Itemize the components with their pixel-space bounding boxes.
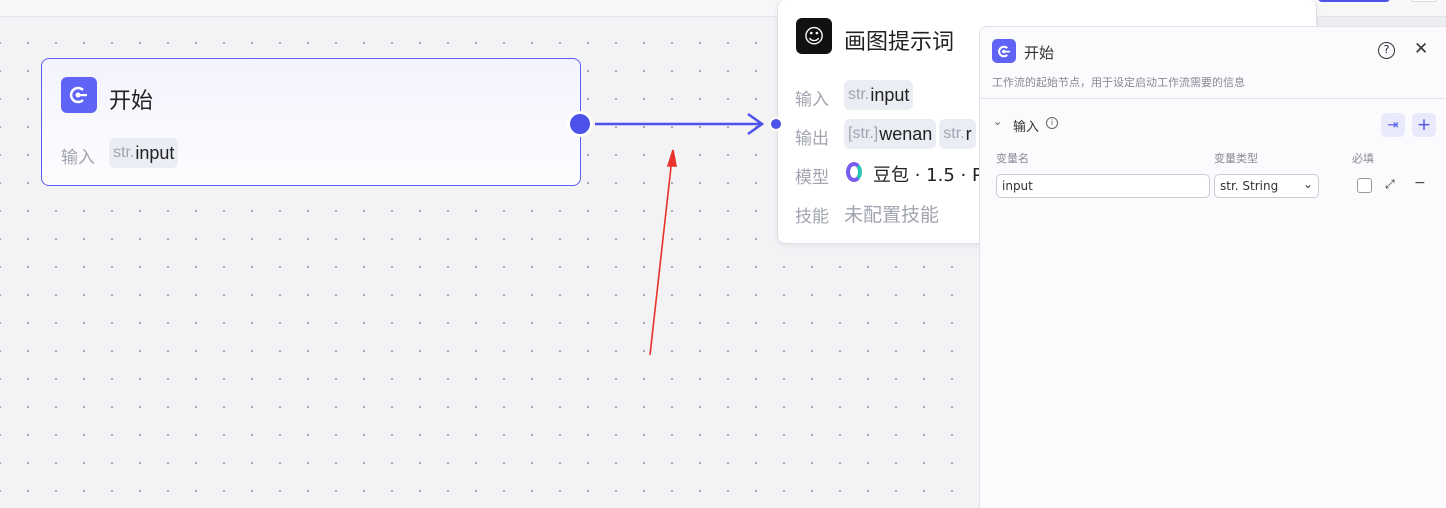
start-node[interactable]: 开始 输入 str.input (41, 58, 581, 186)
close-icon[interactable]: ✕ (1414, 39, 1429, 59)
input-label: 输入 (61, 148, 95, 168)
input-section-title: 输入 (1013, 120, 1040, 135)
variable-type-select[interactable]: str. String ⌄ (1214, 174, 1319, 198)
import-button[interactable]: ⇥ (1381, 113, 1405, 137)
start-icon (61, 77, 97, 113)
col-header-name: 变量名 (996, 152, 1029, 165)
background-strip (1316, 17, 1446, 27)
output-label: 输出 (795, 129, 829, 149)
remove-variable-button[interactable]: − (1414, 175, 1426, 191)
output-tag-2: str.r (939, 119, 976, 149)
info-icon[interactable]: i (1046, 117, 1058, 129)
input-tag: str.input (109, 138, 179, 168)
required-checkbox[interactable] (1357, 178, 1372, 193)
help-icon[interactable]: ? (1378, 42, 1395, 59)
expand-icon[interactable]: ⤢ (1385, 177, 1395, 191)
model-label: 模型 (795, 168, 829, 188)
add-variable-button[interactable]: + (1412, 113, 1436, 137)
output-tag: [str.]wenan (844, 119, 937, 149)
var-name: input (870, 84, 910, 105)
var-name: input (135, 142, 175, 163)
skill-value: 未配置技能 (844, 204, 940, 226)
variable-name-input[interactable]: input (996, 174, 1210, 198)
panel-title: 开始 (1024, 44, 1055, 62)
col-header-required: 必填 (1352, 152, 1374, 165)
model-value: 豆包 · 1.5 · P (873, 165, 983, 186)
col-header-type: 变量类型 (1214, 152, 1258, 165)
prompt-input-port[interactable] (769, 117, 783, 131)
input-label: 输入 (795, 90, 829, 110)
top-primary-button[interactable] (1318, 0, 1390, 2)
var-name: r (965, 123, 972, 144)
start-icon (992, 39, 1016, 63)
type-prefix: str. (113, 144, 135, 161)
arrowhead-1 (666, 149, 677, 167)
annotation-arrow-1 (649, 157, 673, 356)
variable-type-value: str. String (1220, 179, 1279, 193)
prompt-node-title: 画图提示词 (844, 30, 955, 55)
input-tag: str.input (844, 80, 914, 110)
skill-label: 技能 (795, 207, 829, 227)
collapse-chevron-icon[interactable]: ⌄ (993, 115, 1003, 128)
edge-start-to-prompt (595, 112, 765, 136)
ghost-icon: ☺ (796, 18, 832, 54)
panel-description: 工作流的起始节点，用于设定启动工作流需要的信息 (992, 76, 1245, 89)
type-prefix: [str.] (848, 125, 879, 142)
output-tags: [str.]wenan str.r (844, 119, 976, 149)
type-prefix: str. (943, 125, 965, 142)
type-prefix: str. (848, 86, 870, 103)
chevron-down-icon: ⌄ (1302, 177, 1313, 191)
start-output-port[interactable] (567, 111, 593, 137)
var-name: wenan (879, 123, 933, 144)
doubao-model-icon (846, 162, 862, 182)
node-config-panel: 开始 ? ✕ 工作流的起始节点，用于设定启动工作流需要的信息 ⌄ 输入 i ⇥ … (979, 26, 1446, 508)
start-node-title: 开始 (109, 89, 154, 114)
divider (980, 98, 1446, 99)
